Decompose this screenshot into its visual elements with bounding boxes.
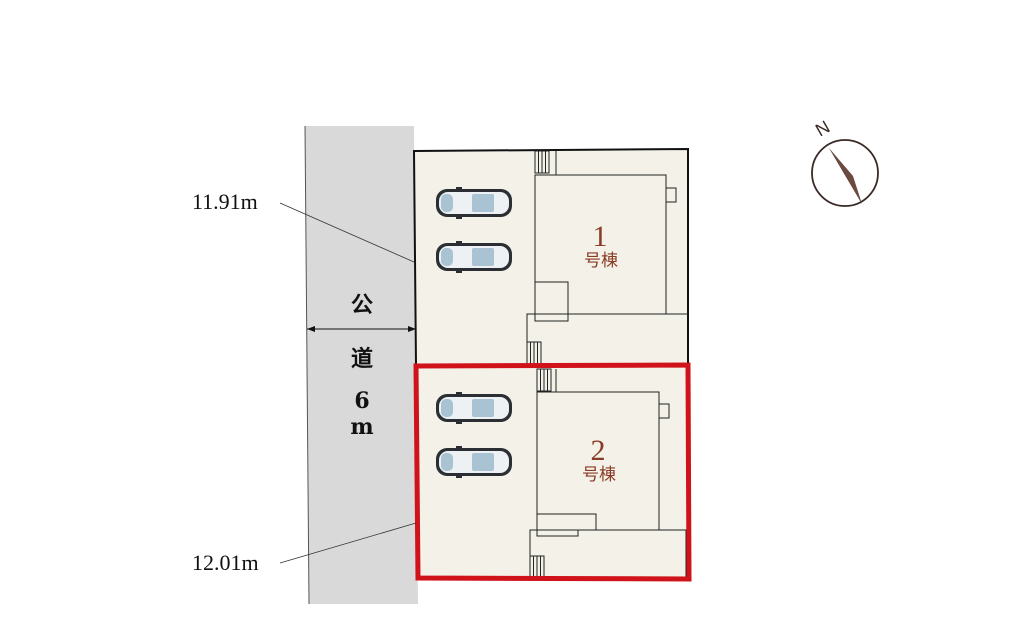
dimension-bottom: 12.01m (192, 550, 259, 575)
dimension-top: 11.91m (192, 189, 258, 214)
car-icon (436, 446, 512, 478)
car-icon (436, 392, 512, 424)
building-1 (534, 174, 667, 315)
public-road (305, 126, 418, 604)
building-1-number: 1 (593, 220, 608, 253)
road-label-char: 6 (354, 388, 369, 414)
building-2-label: 号棟 (582, 465, 616, 485)
compass-north: N (812, 117, 833, 141)
building-2-number: 2 (591, 434, 606, 467)
car-icon (436, 187, 512, 219)
road-label-char: 公 (351, 292, 373, 318)
building-2 (536, 391, 660, 531)
car-icon (436, 241, 512, 273)
road-label-char: 道 (351, 346, 373, 372)
building-1-label: 号棟 (584, 251, 618, 271)
road-label-char: m (350, 414, 373, 440)
lot-2-highlight[interactable] (413, 362, 692, 582)
compass-icon: N (811, 117, 879, 207)
